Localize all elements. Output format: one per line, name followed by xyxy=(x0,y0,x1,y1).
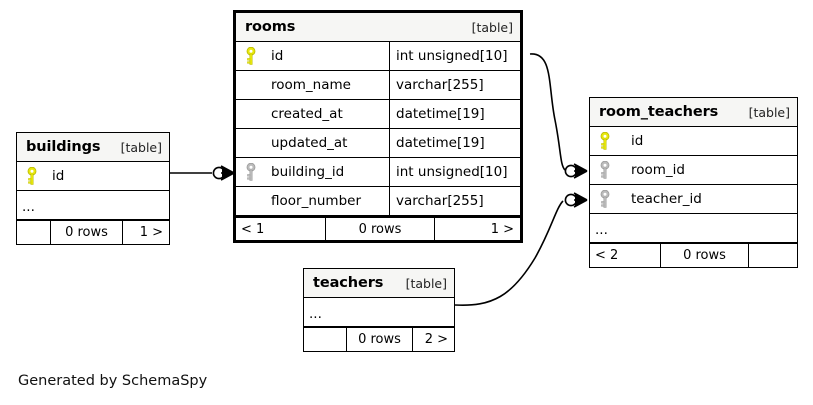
table-rooms-header: rooms [table] xyxy=(236,13,520,42)
table-room-teachers-name: room_teachers xyxy=(599,104,719,120)
field-type-cell: int unsigned[10] xyxy=(389,42,520,70)
field-name-cell: id xyxy=(236,42,389,70)
field-name-label: id xyxy=(271,48,284,64)
field-row-teachers-more: ... xyxy=(304,298,454,327)
field-type-cell: datetime[19] xyxy=(389,129,520,157)
field-name-label: id xyxy=(631,133,644,149)
footer-next-link[interactable]: 1 > xyxy=(434,218,520,240)
field-name-cell: id xyxy=(17,162,169,190)
ellipsis-label: ... xyxy=(595,222,608,239)
table-rooms-footer: < 1 0 rows 1 > xyxy=(236,216,520,240)
table-teachers-name: teachers xyxy=(313,275,384,291)
footer-next-link[interactable] xyxy=(748,244,797,267)
field-row-rooms-building-id[interactable]: building_id int unsigned[10] xyxy=(236,158,520,187)
field-type-label: datetime[19] xyxy=(396,135,485,151)
footer-prev-link[interactable]: < 1 xyxy=(241,221,265,237)
table-rooms-tag: [table] xyxy=(471,19,513,35)
primary-key-icon xyxy=(22,166,42,186)
table-buildings-tag: [table] xyxy=(120,139,162,155)
table-rooms[interactable]: rooms [table] id int unsigned[10] room_ xyxy=(233,10,523,243)
footer-next-link[interactable]: 1 > xyxy=(122,221,169,244)
field-type-label: int unsigned[10] xyxy=(396,164,508,180)
field-name-label: id xyxy=(52,168,65,184)
field-name-label: teacher_id xyxy=(631,191,702,207)
foreign-key-icon xyxy=(595,189,615,209)
field-type-label: int unsigned[10] xyxy=(396,48,508,64)
footer-prev-link[interactable]: < 2 xyxy=(595,248,619,263)
footer-prev-link[interactable] xyxy=(17,221,50,244)
field-name-cell: room_name xyxy=(236,71,389,99)
table-rooms-name: rooms xyxy=(245,19,296,35)
footer-row-count: 0 rows xyxy=(346,328,412,351)
field-row-rooms-floor-number[interactable]: floor_number varchar[255] xyxy=(236,187,520,216)
edge-buildings-rooms xyxy=(170,165,235,181)
field-name-cell: created_at xyxy=(236,100,389,128)
footer-prev-link[interactable] xyxy=(304,328,346,351)
table-teachers-header: teachers [table] xyxy=(304,269,454,298)
table-buildings[interactable]: buildings [table] id ... 0 rows 1 > xyxy=(16,132,170,245)
field-row-rooms-room-name[interactable]: room_name varchar[255] xyxy=(236,71,520,100)
ellipsis-label: ... xyxy=(309,306,322,323)
table-teachers-tag: [table] xyxy=(405,275,447,291)
field-row-room-teachers-id[interactable]: id xyxy=(590,127,797,156)
edge-rooms-roomteachers xyxy=(529,53,588,179)
field-name-label: created_at xyxy=(271,106,343,122)
table-room-teachers-tag: [table] xyxy=(748,104,790,120)
field-row-room-teachers-teacher-id[interactable]: teacher_id xyxy=(590,185,797,214)
field-row-buildings-more: ... xyxy=(17,191,169,220)
table-room-teachers[interactable]: room_teachers [table] id xyxy=(589,97,798,268)
field-row-room-teachers-more: ... xyxy=(590,214,797,243)
field-name-label: room_name xyxy=(271,77,351,93)
field-type-cell: varchar[255] xyxy=(389,71,520,99)
field-name-cell: id xyxy=(590,127,797,155)
field-row-buildings-id[interactable]: id xyxy=(17,162,169,191)
field-row-rooms-updated-at[interactable]: updated_at datetime[19] xyxy=(236,129,520,158)
table-teachers-footer: 0 rows 2 > xyxy=(304,327,454,351)
field-type-label: varchar[255] xyxy=(396,77,484,93)
field-name-label: floor_number xyxy=(271,193,362,209)
table-buildings-name: buildings xyxy=(26,139,101,155)
table-teachers[interactable]: teachers [table] ... 0 rows 2 > xyxy=(303,268,455,352)
footer-row-count: 0 rows xyxy=(50,221,122,244)
table-room-teachers-header: room_teachers [table] xyxy=(590,98,797,127)
field-type-cell: varchar[255] xyxy=(389,187,520,215)
field-name-cell: updated_at xyxy=(236,129,389,157)
generated-by-caption: Generated by SchemaSpy xyxy=(18,373,208,389)
field-type-cell: int unsigned[10] xyxy=(389,158,520,186)
field-name-cell: building_id xyxy=(236,158,389,186)
field-row-room-teachers-room-id[interactable]: room_id xyxy=(590,156,797,185)
ellipsis-label: ... xyxy=(22,199,35,216)
footer-next-link[interactable]: 2 > xyxy=(412,328,454,351)
field-name-cell: room_id xyxy=(590,156,797,184)
field-name-label: room_id xyxy=(631,162,685,178)
footer-row-count: 0 rows xyxy=(660,244,748,267)
foreign-key-icon xyxy=(595,160,615,180)
table-buildings-footer: 0 rows 1 > xyxy=(17,220,169,244)
field-type-cell: datetime[19] xyxy=(389,100,520,128)
field-row-rooms-created-at[interactable]: created_at datetime[19] xyxy=(236,100,520,129)
foreign-key-icon xyxy=(241,162,261,182)
field-name-cell: teacher_id xyxy=(590,185,797,213)
table-room-teachers-footer: < 2 0 rows xyxy=(590,243,797,267)
field-name-cell: floor_number xyxy=(236,187,389,215)
primary-key-icon xyxy=(595,131,615,151)
field-name-label: updated_at xyxy=(271,135,348,151)
primary-key-icon xyxy=(241,46,261,66)
table-buildings-header: buildings [table] xyxy=(17,133,169,162)
field-type-label: datetime[19] xyxy=(396,106,485,122)
field-row-rooms-id[interactable]: id int unsigned[10] xyxy=(236,42,520,71)
footer-row-count: 0 rows xyxy=(325,218,434,240)
field-name-label: building_id xyxy=(271,164,345,180)
field-type-label: varchar[255] xyxy=(396,193,484,209)
